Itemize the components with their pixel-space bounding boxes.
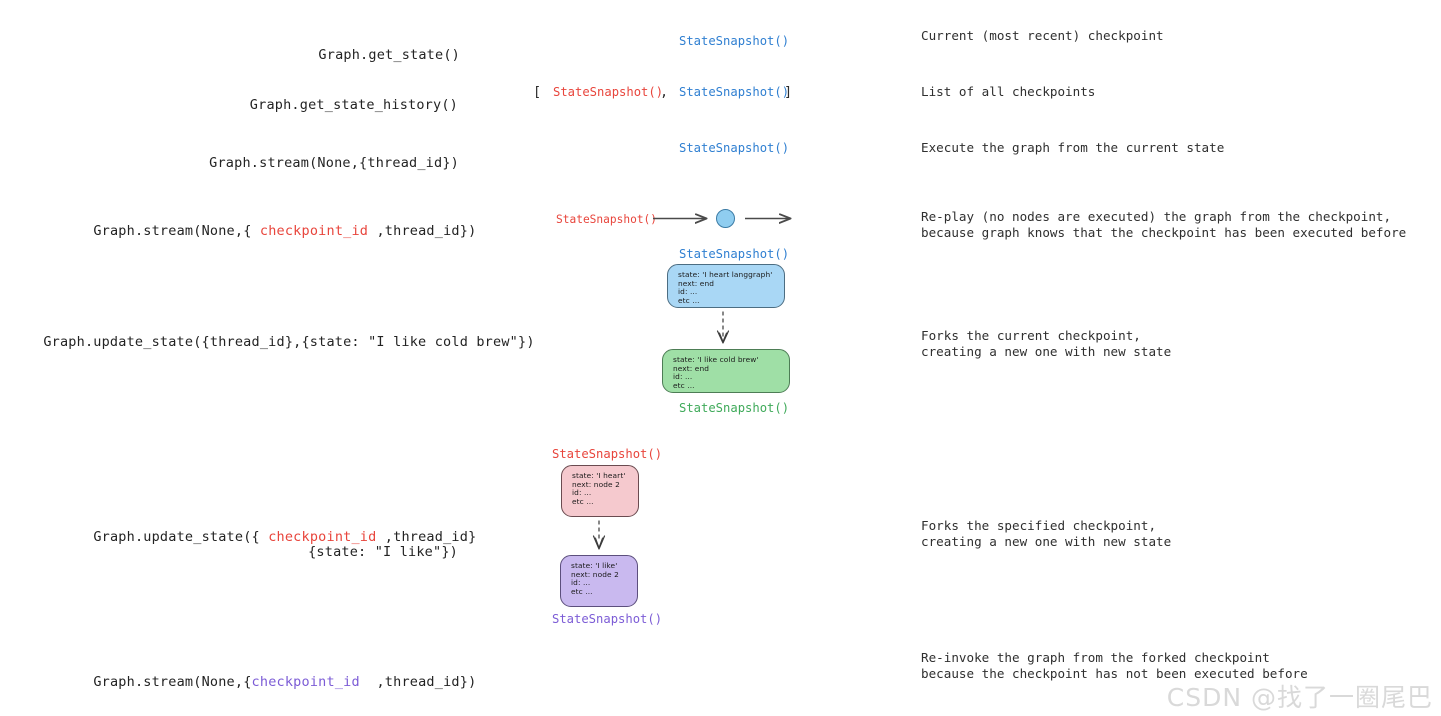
state-box-green-line-2: id: ... [673, 372, 693, 382]
api-call-checkpoint-id: checkpoint_id [259, 223, 369, 239]
csdn-watermark: CSDN @找了一圈尾巴 [1166, 683, 1433, 712]
state-box-pink-line-3: etc ... [572, 496, 594, 506]
arrow-fork-specified [592, 520, 606, 550]
state-box-purple-line-1: next: node 2 [571, 569, 619, 579]
state-box-blue-line-3: etc ... [678, 295, 700, 305]
state-box-green-line-3: etc ... [673, 380, 695, 390]
api-call-update-state-specified: Graph.update_state({ checkpoint_id ,thre… [60, 515, 476, 560]
return-label-history-a: StateSnapshot() [553, 85, 664, 99]
api-call-stream-replay: Graph.stream(None,{ checkpoint_id ,threa… [60, 209, 476, 254]
api-call-checkpoint-id: checkpoint_id [251, 674, 360, 690]
fork-specified-top-label: StateSnapshot() [552, 447, 663, 461]
api-call-update-state-current: Graph.update_state({thread_id},{state: "… [10, 320, 534, 365]
return-list-comma: , [660, 84, 669, 100]
fork-specified-bottom-label: StateSnapshot() [552, 612, 663, 626]
state-box-blue-line-2: id: ... [678, 287, 698, 297]
state-box-green-line-1: next: end [673, 363, 710, 373]
state-box-purple-line-2: id: ... [571, 578, 591, 588]
api-call-text: Graph.get_state() [318, 47, 460, 63]
state-box-pink: state: 'I heart' next: node 2 id: ... et… [561, 465, 639, 517]
state-box-purple-line-0: state: 'I like' [571, 561, 618, 570]
api-call-update-state-specified-line2: {state: "I like"}) [60, 530, 458, 575]
api-call-get-state: Graph.get_state() [60, 33, 460, 78]
api-call-stream-current: Graph.stream(None,{thread_id}) [60, 141, 459, 186]
replay-source-snapshot-label: StateSnapshot() [556, 213, 658, 226]
api-call-text: Graph.get_state_history() [249, 97, 458, 113]
return-list-close-bracket: ] [784, 84, 793, 100]
api-call-text-prefix: Graph.stream(None,{ [93, 674, 252, 690]
state-box-blue-line-0: state: 'I heart langgraph' [678, 270, 773, 279]
api-call-text: Graph.update_state({thread_id},{state: "… [43, 334, 535, 350]
state-box-purple-line-3: etc ... [571, 586, 593, 596]
api-call-text: {state: "I like"}) [308, 544, 458, 560]
return-label-stream-current: StateSnapshot() [679, 141, 790, 155]
api-call-text-prefix: Graph.stream(None,{ [93, 223, 260, 239]
graph-node-circle [716, 209, 735, 228]
description-stream-replay: Re-play (no nodes are executed) the grap… [921, 209, 1407, 240]
description-stream-forked: Re-invoke the graph from the forked chec… [921, 650, 1308, 681]
state-box-pink-line-2: id: ... [572, 488, 592, 498]
api-call-stream-forked: Graph.stream(None,{checkpoint_id ,thread… [60, 660, 476, 705]
arrow-fork-current [716, 311, 730, 344]
description-update-state-current: Forks the current checkpoint, creating a… [921, 328, 1172, 359]
api-call-text-prefix: Graph.update_state({ [93, 529, 269, 545]
return-label-history-b: StateSnapshot() [679, 85, 790, 99]
api-call-checkpoint-id: checkpoint_id [268, 529, 377, 545]
state-box-pink-line-0: state: 'I heart' [572, 471, 626, 480]
description-get-state: Current (most recent) checkpoint [921, 28, 1164, 43]
state-box-blue: state: 'I heart langgraph' next: end id:… [667, 264, 785, 308]
state-box-green-line-0: state: 'I like cold brew' [673, 355, 759, 364]
fork-current-top-label: StateSnapshot() [679, 247, 790, 261]
description-stream-current: Execute the graph from the current state [921, 140, 1225, 155]
description-update-state-specified: Forks the specified checkpoint, creating… [921, 518, 1172, 549]
api-call-get-state-history: Graph.get_state_history() [60, 83, 458, 128]
description-get-state-history: List of all checkpoints [921, 84, 1096, 99]
return-list-open-bracket: [ [533, 84, 542, 100]
state-box-green: state: 'I like cold brew' next: end id: … [662, 349, 790, 393]
api-call-text: Graph.stream(None,{thread_id}) [209, 155, 459, 171]
return-label-get-state: StateSnapshot() [679, 34, 790, 48]
api-call-text-suffix: ,thread_id} [376, 529, 477, 545]
api-call-text-suffix: ,thread_id}) [368, 223, 477, 239]
state-box-blue-line-1: next: end [678, 278, 715, 288]
api-call-text-suffix: ,thread_id}) [359, 674, 477, 690]
state-box-purple: state: 'I like' next: node 2 id: ... etc… [560, 555, 638, 607]
state-box-pink-line-1: next: node 2 [572, 479, 620, 489]
fork-current-bottom-label: StateSnapshot() [679, 401, 790, 415]
